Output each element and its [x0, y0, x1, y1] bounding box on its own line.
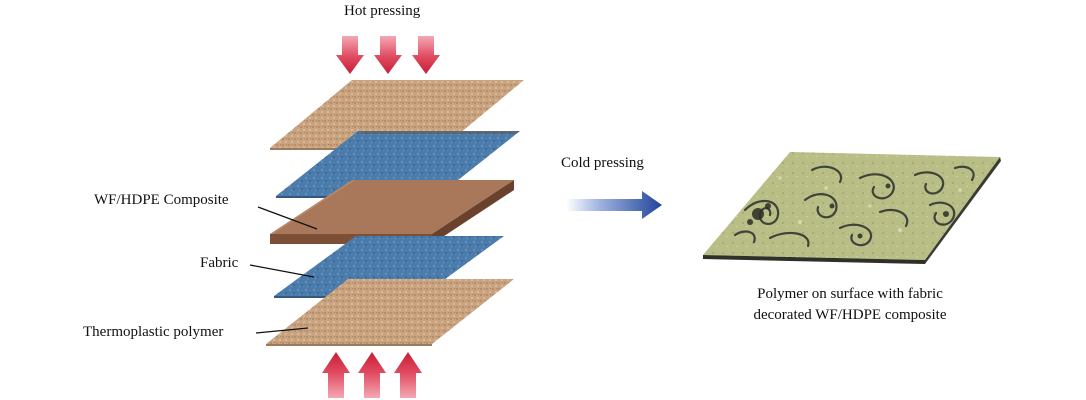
arrow-up-icon [358, 352, 386, 398]
decorative-dark-motif [747, 183, 949, 239]
leader-lines [249, 206, 318, 334]
hot-press-arrows [336, 36, 440, 74]
result-caption-line-2: decorated WF/HDPE composite [753, 307, 947, 323]
arrow-up-icon [394, 352, 422, 398]
result-caption-line-1: Polymer on surface with fabric [757, 286, 943, 302]
leader-line-wf-hdpe [257, 206, 318, 230]
cold-press-arrow [566, 191, 662, 219]
bottom-press-arrows [322, 352, 422, 398]
arrow-right-icon [566, 191, 662, 219]
layer-wf-hdpe-composite [270, 180, 514, 244]
leader-line-fabric [249, 264, 315, 278]
thermoplastic-polymer-label: Thermoplastic polymer [83, 324, 224, 340]
hot-pressing-label: Hot pressing [344, 3, 421, 19]
cold-pressing-label: Cold pressing [561, 155, 644, 171]
arrow-down-icon [412, 36, 440, 74]
arrow-up-icon [322, 352, 350, 398]
composite-product-panel [703, 152, 1001, 264]
result-caption: Polymer on surface with fabric decorated… [700, 284, 1000, 326]
leader-line-thermoplastic [255, 327, 309, 334]
arrow-down-icon [336, 36, 364, 74]
layer-thermoplastic-polymer-bottom [266, 279, 514, 346]
arrow-down-icon [374, 36, 402, 74]
fabric-label: Fabric [200, 255, 239, 271]
decorative-light-flecks [778, 176, 962, 232]
wf-hdpe-composite-label: WF/HDPE Composite [94, 192, 229, 208]
decorative-pattern [733, 165, 975, 248]
